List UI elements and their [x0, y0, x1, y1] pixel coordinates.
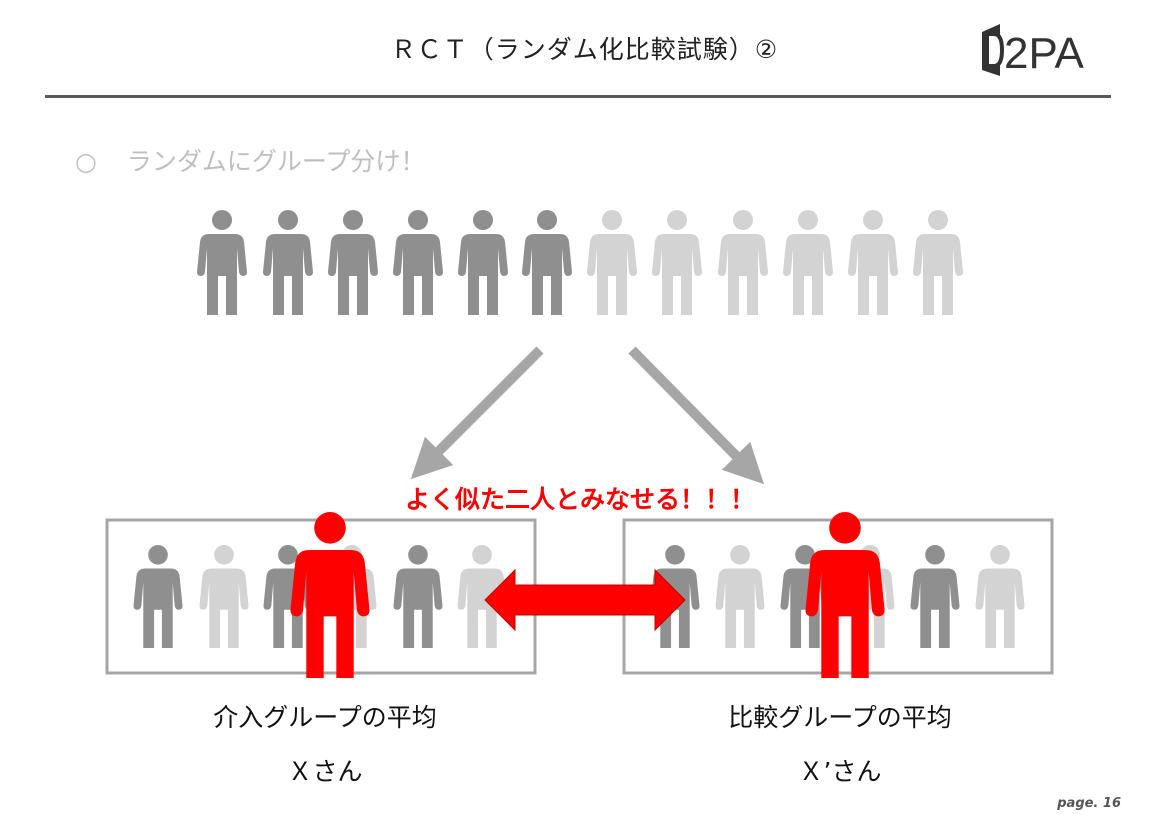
person-icon-dark	[263, 210, 313, 315]
person-icon-light	[783, 210, 833, 315]
person-icon-dark	[197, 210, 247, 315]
title-divider	[45, 95, 1111, 98]
person-icon-dark	[910, 545, 960, 648]
d2pa-logo: 2PA	[980, 20, 1115, 84]
person-icon-light	[718, 210, 768, 315]
svg-text:2PA: 2PA	[1004, 29, 1085, 78]
population-row	[197, 210, 963, 315]
page-number: page. 16	[1057, 796, 1121, 811]
person-icon-dark	[133, 545, 183, 648]
split-arrow-right	[628, 346, 765, 485]
person-icon-dark	[458, 210, 508, 315]
person-icon-light	[913, 210, 963, 315]
person-icon-light	[848, 210, 898, 315]
slide-title: ＲＣＴ（ランダム化比較試験）②	[390, 35, 779, 64]
control-label: 比較グループの平均	[728, 703, 952, 732]
circle-bullet-icon: ○	[75, 147, 97, 176]
person-icon-light	[587, 210, 637, 315]
control-person: Ｘ’さん	[798, 757, 882, 786]
intervention-person: Ｘさん	[287, 757, 363, 786]
person-icon-dark	[328, 210, 378, 315]
intervention-label: 介入グループの平均	[213, 703, 437, 732]
bullet-text: ○ ランダムにグループ分け！	[75, 142, 455, 178]
person-icon-light	[199, 545, 249, 648]
person-icon-dark	[393, 210, 443, 315]
double-arrow	[484, 568, 686, 632]
person-icon-light	[652, 210, 702, 315]
red-person-x	[290, 512, 370, 678]
person-icon-light	[975, 545, 1025, 648]
callout-text: よく似た二人とみなせる！！！	[404, 485, 755, 514]
person-icon-dark	[522, 210, 572, 315]
split-arrow-left	[410, 346, 544, 480]
person-icon-light	[715, 545, 765, 648]
person-icon-dark	[393, 545, 443, 648]
red-person-x-prime	[805, 512, 885, 678]
bullet-label: ランダムにグループ分け！	[126, 147, 426, 176]
